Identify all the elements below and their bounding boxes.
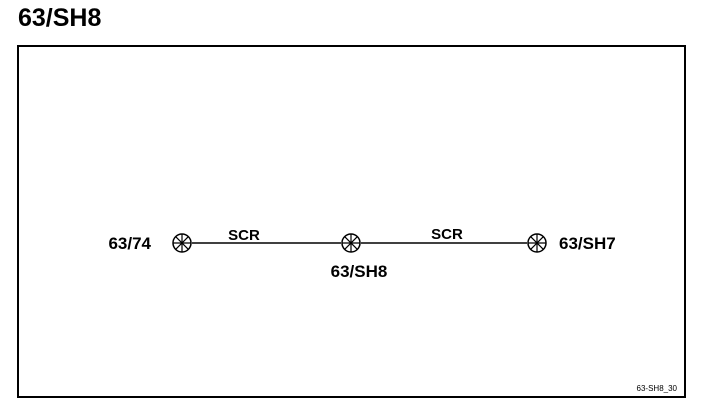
connection-label-center-right: SCR bbox=[431, 226, 463, 243]
reference-code: 63-SH8_30 bbox=[637, 384, 678, 393]
node-right-label: 63/SH7 bbox=[559, 234, 616, 253]
node-center-junction-icon[interactable] bbox=[341, 233, 361, 253]
diagram-frame bbox=[17, 45, 686, 398]
page-title: 63/SH8 bbox=[18, 4, 102, 32]
node-left-label: 63/74 bbox=[108, 234, 151, 253]
connection-label-left-center: SCR bbox=[228, 227, 260, 244]
node-left-junction-icon[interactable] bbox=[172, 233, 192, 253]
node-right-junction-icon[interactable] bbox=[527, 233, 547, 253]
node-center-label: 63/SH8 bbox=[331, 262, 388, 281]
